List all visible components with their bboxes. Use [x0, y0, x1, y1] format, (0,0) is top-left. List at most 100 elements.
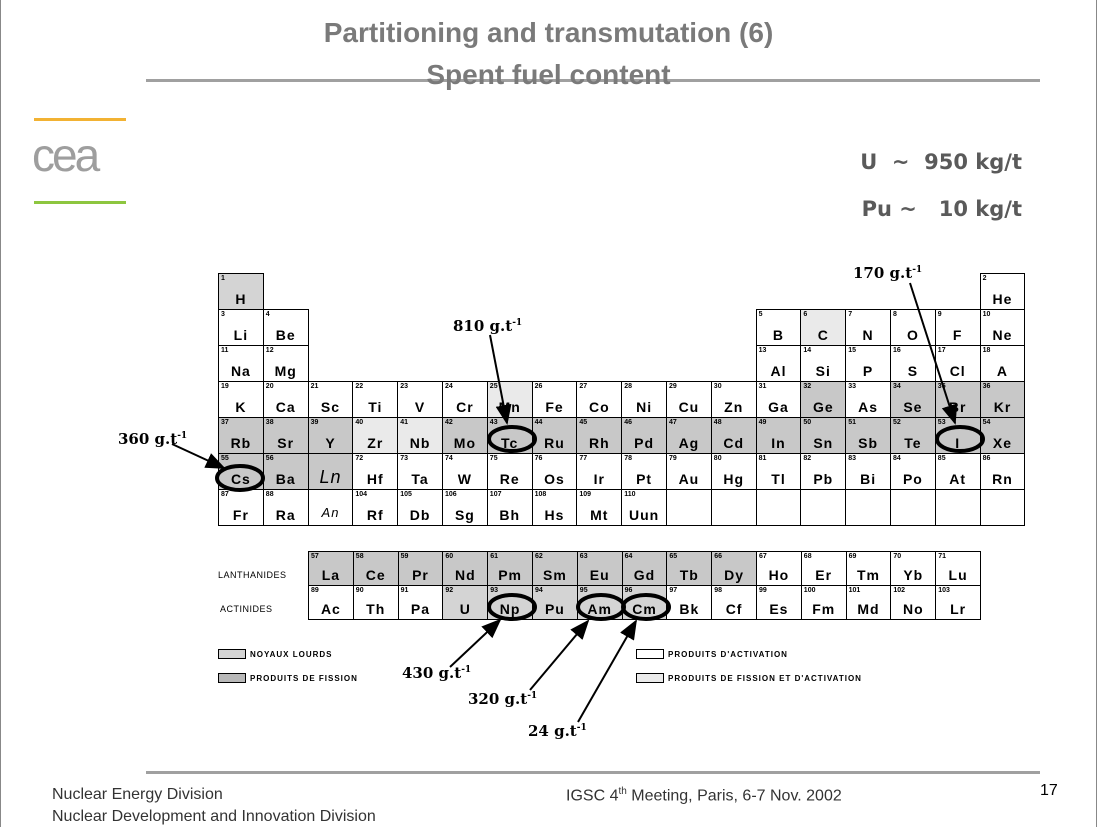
atomic-number: 36 [982, 383, 991, 390]
atomic-number: 38 [265, 419, 274, 426]
am-arrow [529, 619, 590, 691]
empty-cell [934, 489, 981, 526]
element-symbol: Li [233, 327, 249, 343]
atomic-number: 92 [445, 587, 454, 594]
element-symbol: Rb [230, 435, 252, 451]
element-symbol: Th [366, 601, 386, 617]
cm-arrow [577, 619, 637, 723]
atomic-number: 73 [400, 455, 408, 462]
element-symbol: Nb [409, 435, 431, 451]
element-cell-ln: Ln [307, 453, 354, 490]
atomic-number: 20 [265, 383, 274, 390]
title-line-1: Partitioning and transmutation (6) [323, 17, 774, 48]
atomic-number: 19 [221, 383, 229, 390]
element-symbol: F [952, 327, 963, 343]
element-symbol: Cm [632, 601, 657, 617]
atomic-number: 77 [579, 455, 588, 462]
cs-arrow [171, 443, 226, 469]
element-symbol: Bh [499, 507, 521, 523]
element-symbol: Cr [456, 399, 474, 415]
atomic-number: 98 [714, 587, 722, 594]
element-symbol: Ba [275, 471, 296, 487]
element-symbol: U [459, 601, 471, 617]
element-symbol: K [235, 399, 247, 415]
atomic-number: 15 [848, 347, 856, 354]
element-symbol: Rn [992, 471, 1013, 487]
atomic-number: 41 [400, 419, 408, 426]
element-symbol: Ho [768, 567, 790, 583]
atomic-number: 22 [355, 383, 364, 390]
atomic-number: 32 [803, 383, 812, 390]
empty-cell [979, 489, 1026, 526]
atomic-number: 26 [534, 383, 543, 390]
element-symbol: Cu [678, 399, 700, 415]
element-symbol: A [996, 363, 1009, 379]
element-symbol: Fr [232, 507, 249, 523]
atomic-number: 94 [535, 587, 543, 594]
am-unit-exponent: -1 [527, 691, 538, 701]
atomic-number: 13 [758, 347, 767, 354]
element-symbol: P [862, 363, 874, 379]
element-symbol: In [771, 435, 786, 451]
title-line-2: Spent fuel content [426, 59, 671, 90]
cm-unit-exponent: -1 [576, 723, 587, 733]
element-symbol: Ir [593, 471, 605, 487]
tc-annotation: 810 g.t-1 [453, 317, 522, 335]
element-symbol: As [858, 399, 879, 415]
atomic-number: 102 [893, 587, 906, 594]
atomic-number: 85 [937, 455, 946, 462]
element-symbol: N [862, 327, 874, 343]
element-symbol: Md [857, 601, 880, 617]
element-symbol: Be [275, 327, 296, 343]
atomic-number: 45 [579, 419, 588, 426]
element-symbol: Mt [590, 507, 609, 523]
atomic-number: 14 [803, 347, 812, 354]
element-symbol: Es [769, 601, 789, 617]
uranium-mass: U ~ 950 kg/t [860, 150, 1022, 174]
i-value: 170 [853, 264, 885, 282]
element-symbol: Ta [411, 471, 429, 487]
empty-cell [666, 489, 712, 526]
element-symbol: Y [325, 435, 336, 451]
element-symbol: Ln [319, 467, 342, 487]
am-unit: g.t [499, 690, 528, 708]
element-symbol: Tm [856, 567, 880, 583]
element-symbol: Cl [949, 363, 966, 379]
element-symbol: Pu [544, 601, 565, 617]
element-symbol: Np [499, 601, 521, 617]
element-symbol: No [902, 601, 924, 617]
element-cell-an: An [307, 489, 354, 526]
footer-nuclear-development-division: Nuclear Development and Innovation Divis… [52, 808, 376, 825]
element-symbol: Sn [813, 435, 834, 451]
element-symbol: Al [770, 363, 787, 379]
i-highlight-ellipse [935, 425, 985, 453]
element-symbol: O [906, 327, 919, 343]
atomic-number: 103 [938, 587, 950, 594]
element-symbol: Po [902, 471, 923, 487]
legend-swatch-heavy [218, 649, 246, 659]
atomic-number: 28 [624, 383, 632, 390]
cea-logo: cea [32, 129, 100, 181]
atomic-number: 106 [445, 491, 457, 498]
element-symbol: Gd [633, 567, 656, 583]
element-symbol: La [321, 567, 341, 583]
cs-unit-exponent: -1 [177, 431, 188, 441]
atomic-number: 109 [579, 491, 592, 498]
atomic-number: 70 [893, 553, 902, 560]
footer-meeting-place-date: Meeting, Paris, 6-7 Nov. 2002 [626, 787, 842, 805]
